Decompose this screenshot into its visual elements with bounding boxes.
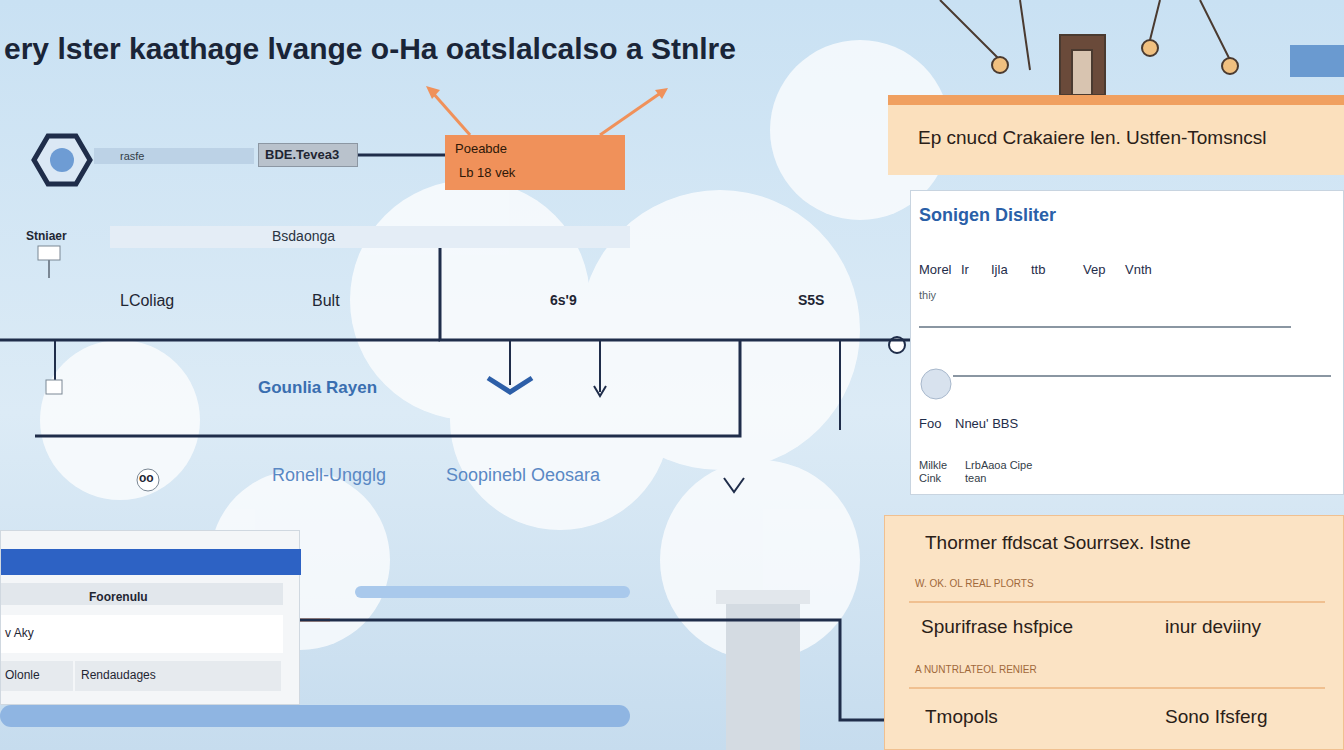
- node-heading: Poeabde: [455, 142, 507, 157]
- form-row: [75, 661, 281, 691]
- avatar-circle: [921, 369, 951, 399]
- sketch-block: [1060, 35, 1105, 95]
- progress-bar: [355, 586, 630, 598]
- column-label: 6s'9: [550, 292, 577, 308]
- panel-outline: [0, 339, 440, 342]
- drop-line: [54, 340, 56, 382]
- drop-arrowhead: [594, 386, 606, 396]
- round-icon: [137, 469, 159, 491]
- white-panel: Sonigen DisliterMorel Ir Ijla ttb Vep Vnth thi…: [910, 190, 1344, 495]
- node-heading: Sonigen Disliter: [919, 205, 1056, 226]
- return-line: [35, 340, 740, 436]
- node-text: Vnth: [1125, 263, 1152, 278]
- node-text: Vep: [1083, 263, 1105, 278]
- orange-arrowhead: [426, 86, 440, 99]
- node-heading: Ep cnucd Crakaiere len. Ustfen-Tomsncsl: [918, 127, 1266, 149]
- sketch-bulb: [1222, 58, 1238, 74]
- cloud-blob: [40, 340, 200, 500]
- node-text: thiy: [919, 289, 936, 302]
- grey-column: [726, 600, 800, 750]
- row-label: Stniaer: [26, 230, 67, 244]
- lamp-sketch: [940, 0, 1238, 95]
- form-row: [1, 549, 301, 575]
- orange-header: Ep cnucd Crakaiere len. Ustfen-Tomsncsl: [888, 95, 1344, 175]
- node-text: LrbAaoa Cipe tean: [965, 459, 1045, 484]
- form-row: [1, 615, 283, 653]
- connector-line: [358, 154, 445, 157]
- chevron-icon: [488, 378, 532, 392]
- hexagon-icon: [34, 136, 90, 184]
- header-strip: [888, 95, 1344, 105]
- light-band: Bsdaonga: [110, 226, 630, 248]
- form-row: [1, 661, 73, 691]
- column-label: S5S: [798, 292, 824, 308]
- sketch-bulb: [1142, 40, 1158, 56]
- node-text: Olonle: [5, 669, 40, 683]
- node-text: inur deviiny: [1165, 616, 1261, 638]
- corner-screen: [1290, 45, 1344, 77]
- hexagon-dot: [50, 148, 74, 172]
- form-row: [1, 583, 283, 605]
- node-text: Nneu' BBS: [955, 417, 1018, 432]
- rule-line: [919, 326, 1291, 328]
- section-label: Ronell-Ungglg: [272, 465, 386, 486]
- rule-line: [909, 601, 1325, 603]
- rule-line: [909, 687, 1325, 689]
- node-text: v Aky: [5, 627, 34, 641]
- sketch-bulb: [992, 57, 1008, 73]
- small-chevron: [724, 478, 744, 492]
- section-label: Soopinebl Oeosara: [446, 465, 600, 486]
- node-text: Ir: [961, 263, 969, 278]
- node-text: Spurifrase hsfpice: [921, 616, 1073, 638]
- node-text: Foo: [919, 417, 941, 432]
- info-panel: Thormer ffdscat Sourrsex. Istne W. OK. OL…: [884, 515, 1344, 750]
- rule-line: [953, 375, 1331, 377]
- orange-arrow: [432, 92, 470, 135]
- node-heading: Foorenulu: [89, 591, 148, 605]
- node-heading: Thormer ffdscat Sourrsex. Istne: [925, 532, 1191, 554]
- orange-arrow: [600, 92, 662, 135]
- node-text: Morel: [919, 263, 952, 278]
- node-text: W. OK. OL REAL PLORTS: [915, 578, 1034, 590]
- node-heading: BDE.Tevea3: [265, 148, 339, 163]
- flag-pole: [48, 260, 50, 278]
- grey-box: BDE.Tevea3: [258, 143, 358, 167]
- node-text: ttb: [1031, 263, 1045, 278]
- column-cap: [716, 590, 810, 604]
- bottom-bar: [0, 705, 630, 727]
- icon-caption: oo: [139, 472, 154, 486]
- node-heading: Bsdaonga: [272, 228, 335, 244]
- node-text: Tmopols: [925, 706, 998, 728]
- flag-icon: [38, 246, 60, 260]
- drop-arrow: [599, 340, 601, 392]
- drop-line: [839, 340, 841, 430]
- node-text: Lb 18 vek: [459, 166, 515, 181]
- drop-line: [509, 340, 511, 385]
- orange-box: Poeabde Lb 18 vek: [445, 135, 625, 190]
- node-text: Milkle Cink: [919, 459, 955, 484]
- sketch-window: [1072, 50, 1092, 95]
- panel-decoration: [911, 191, 1344, 496]
- node-text: Rendaudages: [81, 669, 156, 683]
- small-icon: [46, 380, 62, 394]
- section-label: Gounlia Rayen: [258, 378, 377, 398]
- node-text: Sono Ifsferg: [1165, 706, 1267, 728]
- form-panel: Foorenulu v AkyOlonle Rendaudages: [0, 530, 300, 705]
- orange-arrowhead: [655, 88, 668, 99]
- node-text: A NUNTRLATEOL RENIER: [915, 664, 1037, 676]
- column-label: Bult: [312, 292, 340, 310]
- icon-caption: rasfe: [120, 150, 144, 163]
- connector-line: [440, 248, 910, 340]
- node-text: Ijla: [991, 263, 1008, 278]
- diagram-title: ery lster kaathage lvange o-Ha oatslalca…: [4, 32, 736, 67]
- light-bar: [94, 148, 254, 164]
- column-label: LColiag: [120, 292, 174, 310]
- connector-line: [300, 620, 884, 720]
